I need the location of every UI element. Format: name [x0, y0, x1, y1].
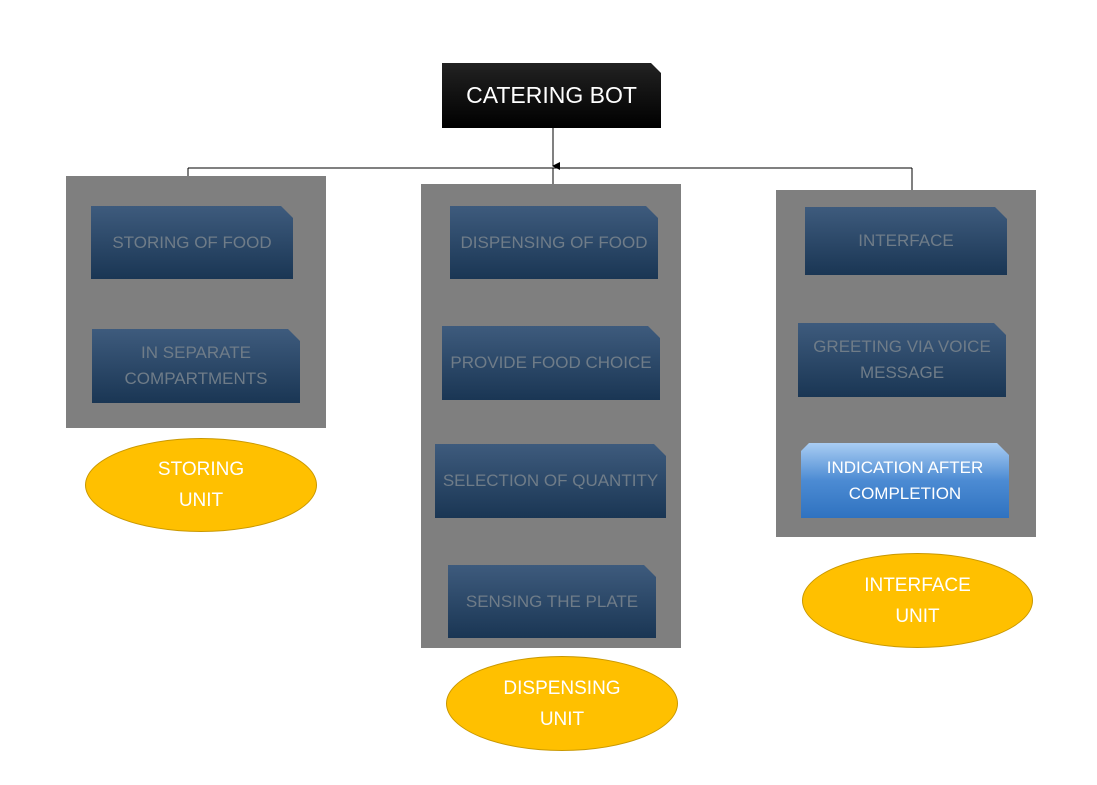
- dispensing-step-3: SELECTION OF QUANTITY: [435, 444, 666, 518]
- title-box: CATERING BOT: [442, 63, 661, 128]
- storing-step-1: STORING OF FOOD: [91, 206, 293, 279]
- dispensing-step-1: DISPENSING OF FOOD: [450, 206, 658, 279]
- interface-step-1: INTERFACE: [805, 207, 1007, 275]
- interface-unit-label: INTERFACE UNIT: [802, 553, 1033, 648]
- dispensing-step-2: PROVIDE FOOD CHOICE: [442, 326, 660, 400]
- interface-step-3: INDICATION AFTER COMPLETION: [801, 443, 1009, 518]
- storing-unit-label: STORING UNIT: [85, 438, 317, 532]
- dispensing-unit-label: DISPENSING UNIT: [446, 656, 678, 751]
- storing-step-2: IN SEPARATE COMPARTMENTS: [92, 329, 300, 403]
- interface-step-2: GREETING VIA VOICE MESSAGE: [798, 323, 1006, 397]
- dispensing-step-4: SENSING THE PLATE: [448, 565, 656, 638]
- title-label: CATERING BOT: [466, 82, 637, 108]
